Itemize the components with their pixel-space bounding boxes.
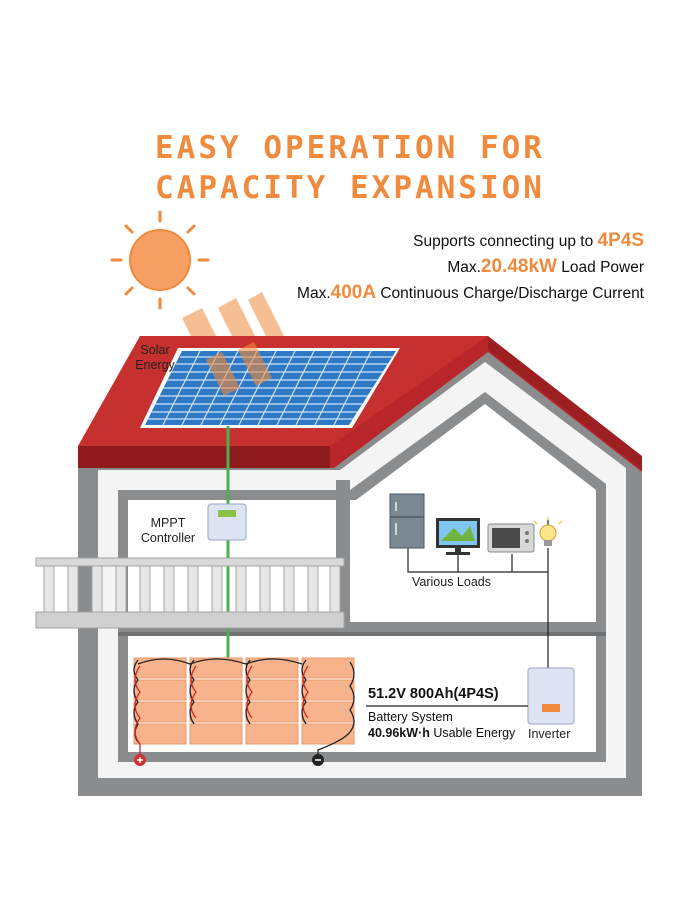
- microwave-icon: [487, 523, 535, 553]
- inverter-icon: [527, 667, 575, 725]
- positive-terminal-icon: [134, 754, 146, 766]
- mppt-controller-icon: [207, 503, 247, 541]
- loads-wiring: [407, 548, 549, 668]
- battery-spec: 51.2V 800Ah(4P4S): [368, 686, 499, 702]
- usable-energy-value: 40.96kW·h: [368, 726, 430, 740]
- refrigerator-icon: [389, 493, 425, 549]
- mppt-label-line-1: MPPT: [150, 516, 186, 530]
- mppt-controller-label: MPPT Controller: [128, 516, 208, 546]
- spec-load-value: 20.48kW: [480, 256, 557, 277]
- solar-energy-label: Solar Energy: [120, 343, 190, 373]
- battery-bank: [133, 657, 355, 758]
- solar-label-line-1: Solar: [140, 343, 170, 357]
- negative-terminal-icon: [312, 754, 324, 766]
- sun-icon: [110, 210, 210, 310]
- battery-system-label: Battery System: [368, 710, 453, 724]
- solar-label-line-2: Energy: [135, 358, 175, 372]
- spec-load-suffix: Load Power: [556, 259, 644, 276]
- spec-load-prefix: Max.: [447, 259, 481, 276]
- battery-usable-energy: 40.96kW·h Usable Energy: [368, 725, 515, 741]
- spec-line-current: Max.400A Continuous Charge/Discharge Cur…: [204, 280, 644, 306]
- spec-line-load-power: Max.20.48kW Load Power: [204, 254, 644, 280]
- title-line-2: CAPACITY EXPANSION: [155, 170, 545, 206]
- page-title: EASY OPERATION FOR CAPACITY EXPANSION: [0, 128, 700, 208]
- spec-current-suffix: Continuous Charge/Discharge Current: [376, 285, 644, 302]
- spec-connection-value: 4P4S: [597, 230, 644, 251]
- various-loads-label: Various Loads: [412, 575, 491, 589]
- balcony: [35, 557, 345, 629]
- television-icon: [436, 518, 480, 555]
- spec-line-connection: Supports connecting up to 4P4S: [204, 228, 644, 254]
- light-bulb-icon: [533, 517, 563, 546]
- usable-energy-label: Usable Energy: [429, 726, 516, 740]
- spec-current-value: 400A: [330, 282, 377, 303]
- inverter-label: Inverter: [528, 727, 571, 741]
- solar-panel: [140, 342, 400, 428]
- battery-info: 51.2V 800Ah(4P4S) Battery System 40.96kW…: [368, 684, 515, 741]
- mppt-label-line-2: Controller: [140, 531, 196, 545]
- spec-list: Supports connecting up to 4P4S Max.20.48…: [204, 228, 644, 306]
- spec-current-prefix: Max.: [297, 285, 331, 302]
- spec-connection-text: Supports connecting up to: [413, 233, 598, 250]
- title-line-1: EASY OPERATION FOR: [155, 130, 545, 166]
